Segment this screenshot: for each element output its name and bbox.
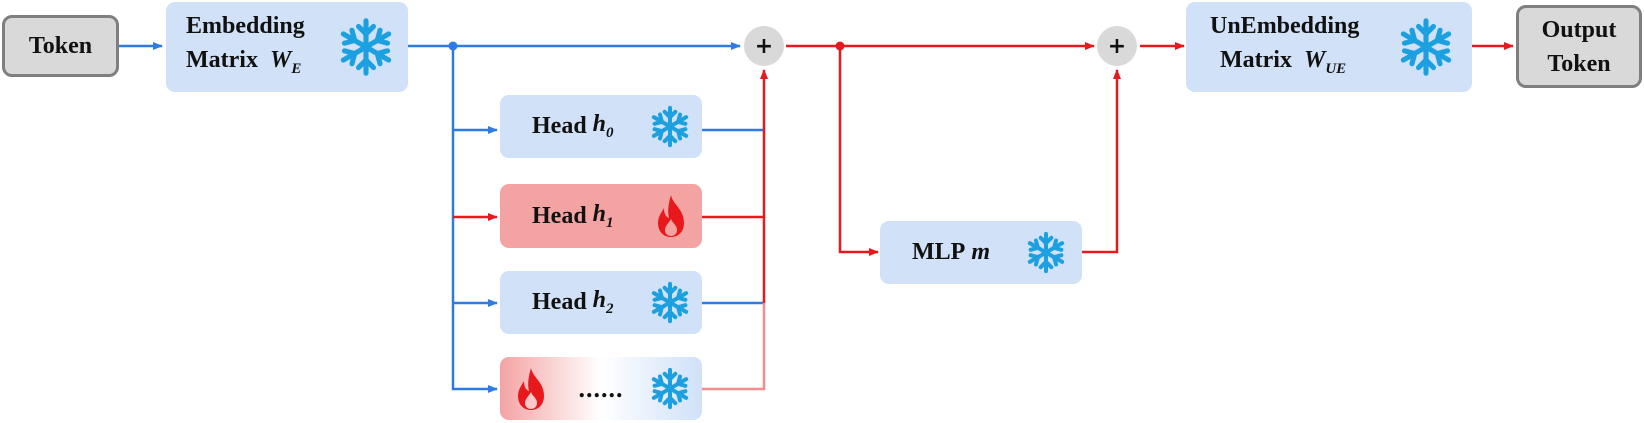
- snowflake-icon: [650, 281, 690, 324]
- sum-node-mlp: +: [1097, 26, 1137, 66]
- flame-icon: [514, 366, 548, 412]
- unembedding-line2: Matrix: [1220, 46, 1292, 73]
- head-h0-box: Head h0: [500, 95, 702, 158]
- more-heads-box: ......: [500, 357, 702, 420]
- mlp-box: MLP m: [880, 221, 1082, 284]
- output-token-line1: Output: [1541, 16, 1617, 43]
- head-h2-variable: h2: [592, 287, 614, 317]
- embedding-variable: WE: [269, 46, 302, 77]
- embedding-line1: Embedding: [186, 12, 305, 39]
- head-h0-label: Head: [532, 113, 587, 139]
- snowflake-icon: [1026, 231, 1066, 274]
- head-h0-variable: h0: [592, 111, 614, 141]
- edge-branch-mlp: [838, 46, 879, 256]
- unembedding-variable: WUE: [1303, 46, 1347, 77]
- edge-branch-bus: [451, 46, 498, 393]
- snowflake-icon: [338, 17, 394, 77]
- junction-residual: [835, 41, 845, 51]
- head-h2-box: Head h2: [500, 271, 702, 334]
- embedding-line2: Matrix: [186, 46, 258, 73]
- output-token-box: Output Token: [1516, 5, 1642, 88]
- sum-node-heads: +: [744, 26, 784, 66]
- edge-mlp-sum2: [1082, 69, 1121, 254]
- embedding-box: Embedding Matrix WE: [166, 2, 408, 92]
- head-h1-variable: h1: [592, 200, 614, 231]
- more-heads-ellipsis: ......: [578, 373, 624, 403]
- unembedding-box: UnEmbedding Matrix WUE: [1186, 2, 1472, 92]
- head-h2-label: Head: [532, 289, 587, 315]
- head-h1-box: Head h1: [500, 184, 702, 248]
- junction-embedding: [448, 41, 458, 51]
- snowflake-icon: [1398, 17, 1454, 77]
- input-token-label: Token: [28, 32, 93, 59]
- mlp-label: MLP: [912, 239, 966, 265]
- snowflake-icon: [650, 105, 690, 148]
- output-token-line2: Token: [1547, 50, 1611, 77]
- input-token-box: Token: [2, 15, 119, 77]
- head-h1-label: Head: [532, 202, 587, 229]
- flame-icon: [654, 193, 688, 239]
- edge-more-out: [702, 303, 766, 391]
- unembedding-line1: UnEmbedding: [1210, 12, 1360, 39]
- snowflake-icon: [650, 367, 690, 410]
- mlp-variable: m: [971, 239, 990, 265]
